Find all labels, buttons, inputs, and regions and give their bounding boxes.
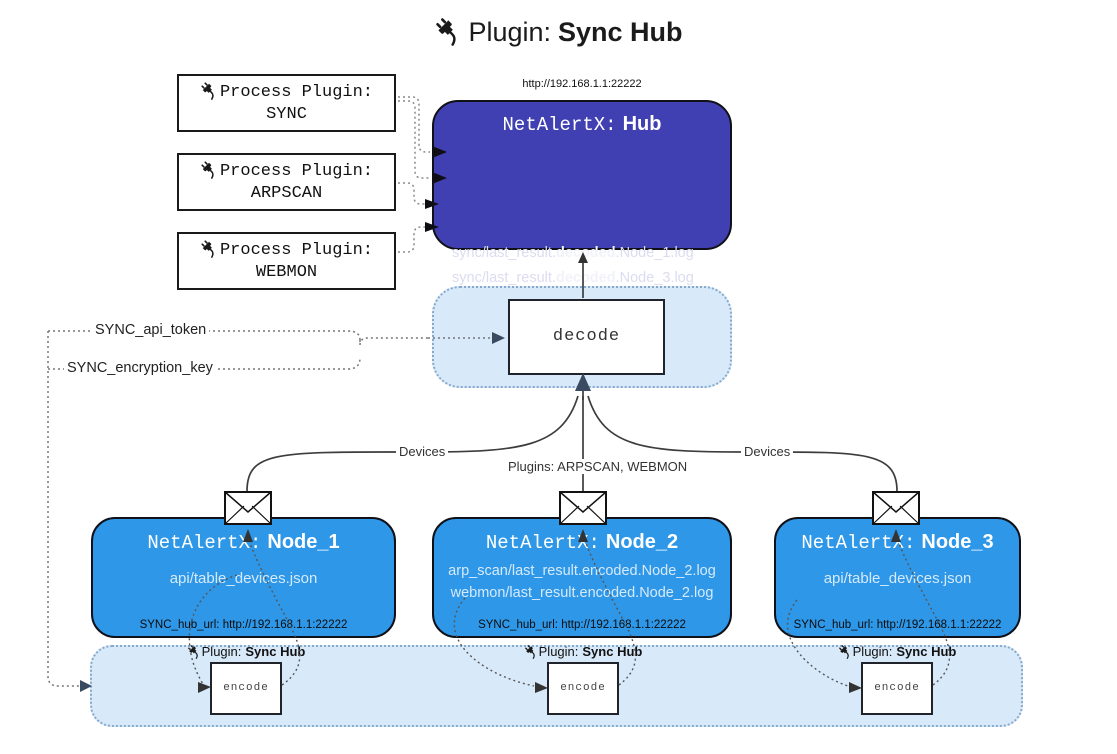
node-hub-url: SYNC_hub_url: http://192.168.1.1:22222: [139, 619, 348, 631]
hub-log-line: sync/last_result.decoded.Node_1.log: [452, 245, 694, 261]
devices-label-left: Devices: [396, 444, 449, 459]
encode-box: encode: [547, 662, 619, 715]
node-title: NetAlertX:Node_1: [147, 531, 340, 554]
node-title: NetAlertX:Node_3: [801, 531, 994, 554]
process-plugin-name: ARPSCAN: [250, 184, 323, 203]
node-file: api/table_devices.json: [169, 570, 318, 587]
plug-icon: [837, 643, 853, 659]
plug-icon: [199, 80, 219, 100]
devices-label-right: Devices: [741, 444, 794, 459]
node-file: arp_scan/last_result.encoded.Node_2.log: [448, 563, 716, 579]
hub-title-bold: Hub: [622, 113, 662, 135]
process-plugin-label: Process Plugin:: [219, 83, 374, 102]
process-plugin-name: WEBMON: [255, 263, 318, 282]
sync-plugin-label: Plugin:Sync Hub: [166, 643, 326, 659]
plug-icon: [199, 159, 219, 179]
node-file: api/table_devices.json: [823, 570, 972, 587]
plug-icon: [523, 643, 539, 659]
decode-box: decode: [508, 299, 665, 375]
page-title: Plugin:Sync Hub: [0, 14, 1117, 48]
sync-encryption-key-label: SYNC_encryption_key: [64, 360, 216, 376]
plug-icon: [186, 643, 202, 659]
node-hub-url: SYNC_hub_url: http://192.168.1.1:22222: [478, 619, 686, 631]
process-plugin-name: SYNC: [266, 105, 307, 124]
encode-box: encode: [861, 662, 933, 715]
sync-plugin-label: Plugin:Sync Hub: [503, 643, 663, 659]
plug-icon: [433, 14, 465, 46]
process-plugin-box-arpscan: Process Plugin: ARPSCAN: [177, 153, 396, 211]
hub-url: http://192.168.1.1:22222: [522, 78, 642, 90]
node-box-node2: NetAlertX:Node_2 arp_scan/last_result.en…: [432, 517, 732, 638]
process-plugin-label: Process Plugin:: [219, 162, 374, 181]
process-plugin-box-webmon: Process Plugin: WEBMON: [177, 232, 396, 290]
hub-title-prefix: NetAlertX:: [502, 114, 617, 136]
node-box-node1: NetAlertX:Node_1 api/table_devices.json …: [91, 517, 396, 638]
hub-title: NetAlertX:Hub: [434, 112, 730, 137]
hub-log-line: sync/last_result.decoded.Node_3.log: [452, 270, 694, 286]
sync-api-token-label: SYNC_api_token: [92, 322, 210, 338]
plugins-label-mid: Plugins: ARPSCAN, WEBMON: [505, 459, 687, 474]
hub-box: NetAlertX:Hub sync/last_result.decoded.N…: [432, 100, 732, 336]
title-bold: Sync Hub: [558, 17, 683, 47]
process-plugin-box-sync: Process Plugin: SYNC: [177, 74, 396, 132]
plug-icon: [199, 238, 219, 258]
node-title: NetAlertX:Node_2: [485, 531, 679, 554]
title-prefix: Plugin:: [468, 17, 552, 47]
node-file: webmon/last_result.encoded.Node_2.log: [450, 585, 714, 601]
node-hub-url: SYNC_hub_url: http://192.168.1.1:22222: [793, 619, 1002, 631]
process-plugin-label: Process Plugin:: [219, 241, 374, 260]
encode-box: encode: [210, 662, 282, 715]
node-box-node3: NetAlertX:Node_3 api/table_devices.json …: [774, 517, 1021, 638]
sync-plugin-label: Plugin:Sync Hub: [817, 643, 977, 659]
